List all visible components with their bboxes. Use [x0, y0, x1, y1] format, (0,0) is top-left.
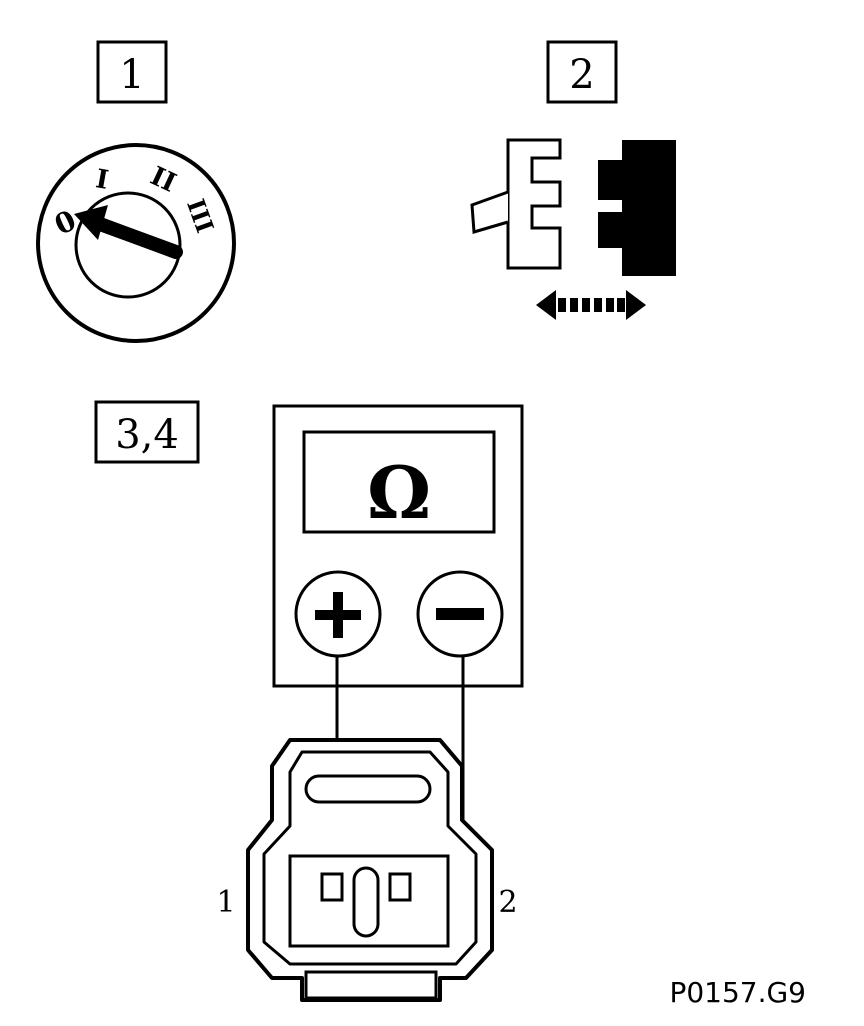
ohmmeter-icon: Ω + −	[272, 404, 524, 688]
pin-2-terminal	[388, 872, 412, 902]
minus-terminal-icon	[436, 608, 484, 620]
pin-1-terminal	[320, 872, 344, 902]
pin-2-label: 2	[498, 885, 517, 920]
ignition-pos-1: I	[93, 164, 110, 196]
figure-code: P0157.G9	[669, 976, 806, 1009]
ohm-symbol: Ω	[367, 450, 431, 535]
sensor-connector-icon	[246, 738, 494, 1002]
connector-disconnect-icon	[470, 138, 676, 320]
step-2-label: 2	[569, 52, 594, 98]
pin-1-label: 1	[216, 885, 235, 920]
step-1-box: 1	[96, 40, 168, 104]
step-1-label: 1	[119, 52, 144, 98]
step-34-box: 3,4	[94, 400, 200, 464]
step-2-box: 2	[546, 40, 618, 104]
step-34-label: 3,4	[115, 412, 179, 458]
ignition-key-icon: 0 I II III	[36, 143, 236, 343]
